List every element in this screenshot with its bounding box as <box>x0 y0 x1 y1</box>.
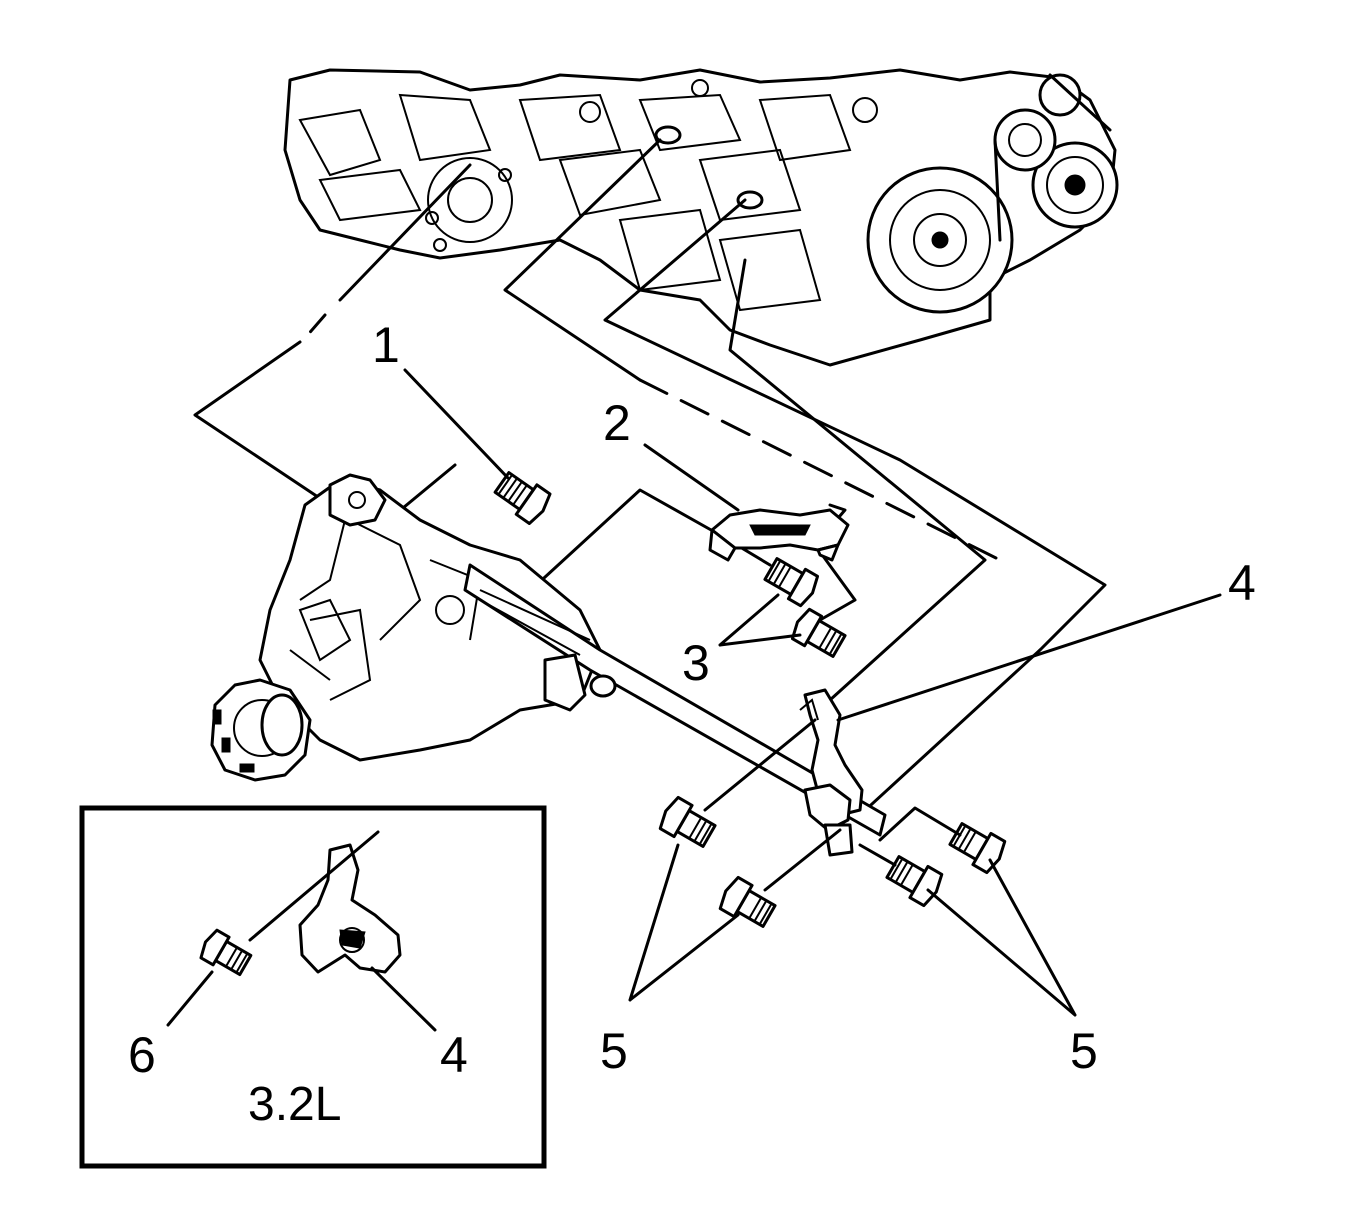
bolt-part-1 <box>493 471 552 526</box>
bracket-part-4 <box>799 688 864 857</box>
callout-5-left: 5 <box>600 1023 628 1079</box>
inset-caption: 3.2L <box>248 1078 341 1131</box>
bracket-part-2 <box>708 508 850 562</box>
callout-2: 2 <box>603 395 631 451</box>
inset-3-2l: 6 4 3.2L <box>79 805 547 1169</box>
front-differential-assembly <box>210 473 887 837</box>
bolt-part-3-lower <box>790 607 847 658</box>
callout-3: 3 <box>682 635 710 691</box>
callout-1: 1 <box>372 317 400 373</box>
bolt-part-5-a <box>658 795 717 848</box>
bolt-alignment-lines <box>703 718 962 892</box>
engine-block <box>283 68 1119 367</box>
callout-4-inset: 4 <box>440 1027 468 1083</box>
bolt-part-6 <box>199 928 253 977</box>
callout-leaders <box>403 368 1222 1017</box>
bolt-part-3-upper <box>763 557 820 608</box>
bolt-part-5-c <box>885 855 944 908</box>
bolt-part-5-b <box>718 875 777 928</box>
callout-5-right: 5 <box>1070 1023 1098 1079</box>
inset-frame <box>79 805 547 1169</box>
callout-4: 4 <box>1228 555 1256 611</box>
bolt-part-5-d <box>948 822 1007 875</box>
callout-6: 6 <box>128 1027 156 1083</box>
